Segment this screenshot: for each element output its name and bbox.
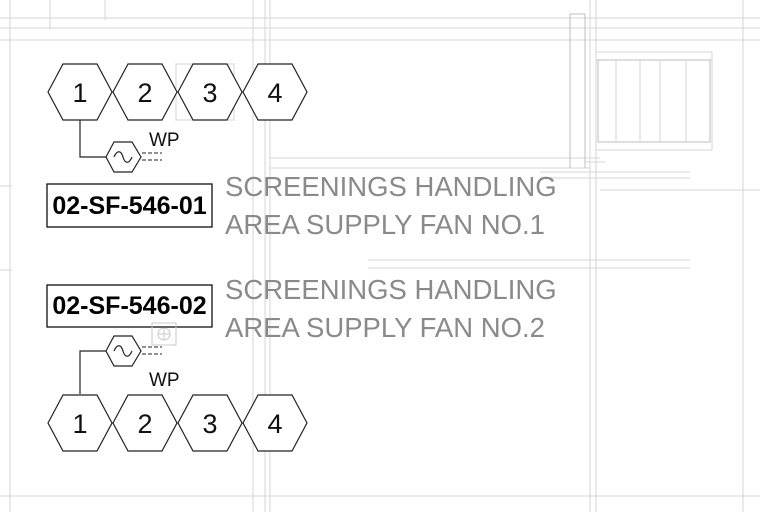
- wiring-line-2: [79, 350, 106, 394]
- equipment-tag: 02-SF-546-01: [52, 192, 206, 220]
- hexagon-icon: [112, 63, 178, 121]
- equipment-description-line-2: AREA SUPPLY FAN NO.1: [225, 209, 545, 240]
- circuit-marker-1: 1: [47, 63, 113, 121]
- hexagon-icon: [47, 394, 113, 452]
- circuit-group-2: 02-SF-546-02 SCREENINGS HANDLING AREA SU…: [46, 274, 557, 452]
- circuit-marker-4: 4: [242, 63, 308, 121]
- weatherproof-label: WP: [149, 370, 180, 391]
- circuit-marker-2: 2: [112, 394, 178, 452]
- hexagon-icon: [47, 63, 113, 121]
- weatherproof-label: WP: [149, 130, 180, 151]
- hexagon-icon: [242, 394, 308, 452]
- circuit-number: 2: [137, 409, 152, 439]
- hexagon-icon: [177, 394, 243, 452]
- hexagon-icon: [177, 63, 243, 121]
- hexagon-icon: [112, 394, 178, 452]
- equipment-tag: 02-SF-546-02: [52, 292, 206, 320]
- circuit-marker-1: 1: [47, 394, 113, 452]
- equipment-description-line-2: AREA SUPPLY FAN NO.2: [225, 312, 545, 343]
- fan-motor-icon: [105, 335, 142, 367]
- wiring-line-1: [79, 120, 106, 158]
- receptacle-icon: [151, 322, 177, 346]
- circuit-number: 3: [202, 78, 217, 108]
- hexagon-icon: [242, 63, 308, 121]
- circuit-marker-3: 3: [177, 63, 243, 121]
- circuit-number: 2: [137, 78, 152, 108]
- equipment-description-line-1: SCREENINGS HANDLING: [225, 274, 557, 305]
- receptacle-symbol-icon: [142, 152, 162, 161]
- circuit-number: 3: [202, 409, 217, 439]
- circuit-number: 4: [267, 78, 282, 108]
- circuit-number: 4: [267, 409, 282, 439]
- circuit-marker-3: 3: [177, 394, 243, 452]
- circuit-group-1: 1 2 3 4 WP 02-SF-546-01 SCREENINGS HANDL…: [46, 63, 557, 240]
- circuit-marker-2: 2: [112, 63, 178, 121]
- receptacle-symbol-icon: [142, 346, 162, 355]
- equipment-tag-box: [46, 284, 213, 328]
- equipment-description-line-1: SCREENINGS HANDLING: [225, 171, 557, 202]
- circuit-number: 1: [72, 78, 87, 108]
- circuit-number: 1: [72, 409, 87, 439]
- circuit-marker-4: 4: [242, 394, 308, 452]
- equipment-tag-box: [46, 183, 213, 228]
- fan-motor-icon: [105, 141, 142, 173]
